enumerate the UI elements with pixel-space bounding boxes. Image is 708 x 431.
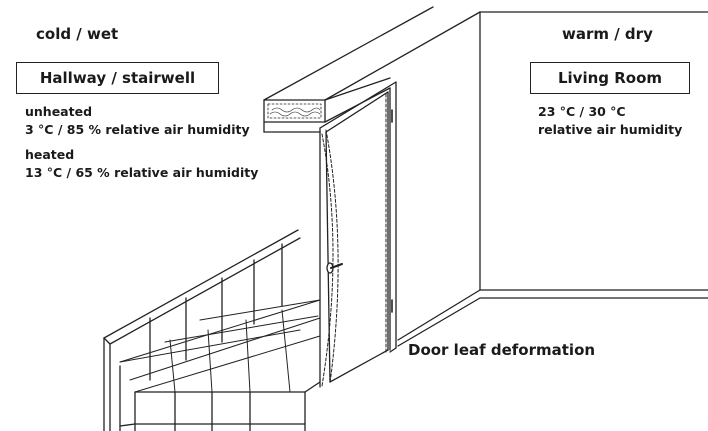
living-room-conditions: 23 °C / 30 °C relative air humidity <box>538 103 682 139</box>
cold-wet-label: cold / wet <box>36 25 119 43</box>
living-humidity-label: relative air humidity <box>538 122 683 137</box>
door-handle-icon <box>326 262 343 274</box>
wall-outline <box>263 6 708 347</box>
heated-title: heated <box>25 147 75 162</box>
warm-dry-label: warm / dry <box>562 25 653 43</box>
heated-conditions: heated 13 °C / 65 % relative air humidit… <box>25 146 258 182</box>
living-temp-values: 23 °C / 30 °C <box>538 104 626 119</box>
door-frame <box>319 81 397 388</box>
door-leaf <box>325 91 389 383</box>
living-room-label-box: Living Room <box>530 62 690 94</box>
stair-balusters <box>119 243 283 431</box>
unheated-conditions: unheated 3 °C / 85 % relative air humidi… <box>25 103 250 139</box>
stair-handrail <box>103 229 301 431</box>
door-deformation-label: Door leaf deformation <box>408 341 596 359</box>
unheated-title: unheated <box>25 104 93 119</box>
heated-values: 13 °C / 65 % relative air humidity <box>25 165 259 180</box>
stair-steps <box>119 381 321 431</box>
lintel <box>263 77 391 133</box>
unheated-values: 3 °C / 85 % relative air humidity <box>25 122 250 137</box>
landing-tiles <box>119 299 321 393</box>
hallway-label-box: Hallway / stairwell <box>16 62 219 94</box>
deformed-leaf-outline <box>321 93 387 387</box>
